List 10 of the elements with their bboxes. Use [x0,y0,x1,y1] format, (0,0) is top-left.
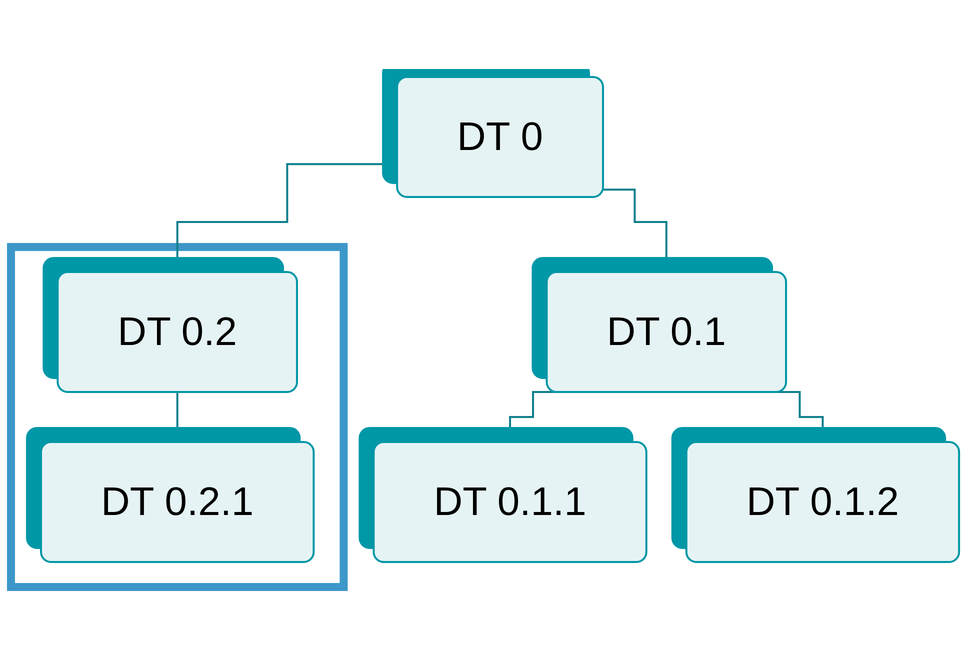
node-box: DT 0.1 [546,271,787,393]
node-box: DT 0.2 [56,271,298,393]
node-box: DT 0 [396,76,604,198]
connector [602,188,668,273]
connector [176,391,178,443]
node-box: DT 0.1.1 [372,441,648,563]
cluster [6,243,348,591]
connector [176,163,398,273]
node-box: DT 0.1.2 [685,441,960,563]
node-box: DT 0.2.1 [40,441,315,563]
